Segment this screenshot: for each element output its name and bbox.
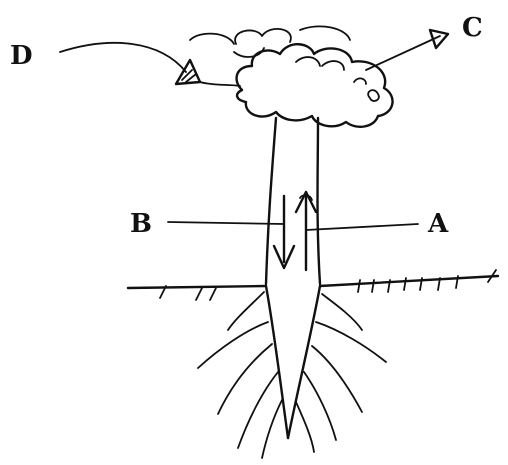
leader-c-arrowhead [428, 28, 450, 50]
ground-line [126, 269, 500, 301]
leader-c [365, 35, 441, 71]
label-b: B [130, 209, 152, 239]
label-c: C [462, 13, 483, 43]
leader-b [167, 221, 285, 225]
arrowhead-down-b [272, 244, 296, 270]
leader-lines [59, 28, 450, 231]
stem [264, 116, 322, 286]
roots [197, 284, 387, 459]
label-d: D [10, 41, 33, 71]
stomata-leaf-mark [174, 58, 241, 87]
leader-a [305, 223, 419, 231]
transport-arrows [272, 190, 318, 272]
arrowhead-up-a [294, 190, 318, 214]
leader-d [59, 42, 187, 73]
leaf-crown [189, 25, 394, 128]
label-a: A [427, 209, 449, 239]
